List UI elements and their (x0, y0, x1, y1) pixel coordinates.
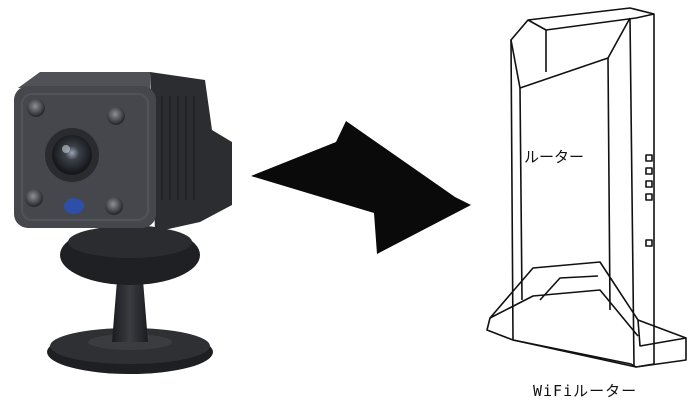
router-led (646, 155, 652, 161)
camera-screw (105, 197, 123, 215)
camera-screw (27, 99, 45, 117)
router-icon (487, 8, 686, 367)
router-led (646, 240, 652, 246)
router-stand (487, 262, 686, 367)
camera-screw (107, 107, 125, 125)
router-front-panel (511, 18, 630, 88)
camera-screw (25, 189, 43, 207)
router-led (646, 168, 652, 174)
camera-icon (14, 72, 232, 374)
router-front-label: ルーター (524, 146, 584, 167)
camera-ir-sensor (64, 198, 84, 214)
lightning-bolt-icon (251, 121, 471, 254)
router-caption: WiFiルーター (533, 380, 637, 401)
router-led (646, 194, 652, 200)
router-led (646, 181, 652, 187)
